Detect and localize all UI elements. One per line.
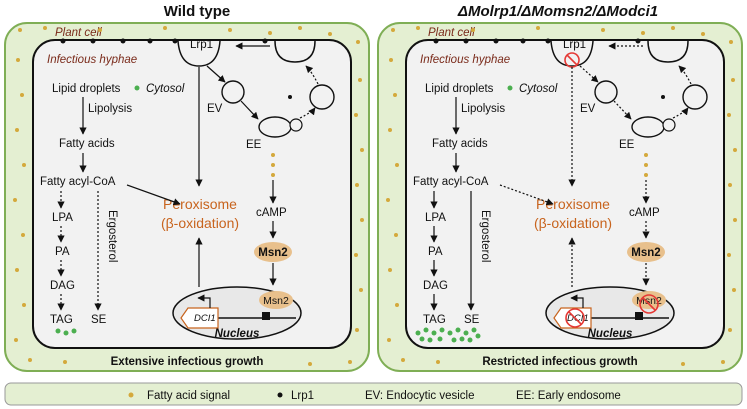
hyphae-label: Infectious hyphae <box>47 54 137 66</box>
se-label: SE <box>91 314 107 326</box>
camp-label: cAMP <box>256 207 287 219</box>
inhibit-msn2-icon <box>639 294 659 314</box>
tag-label: TAG <box>423 314 446 326</box>
early-endosome <box>631 116 665 138</box>
plant-cell-label: Plant cell <box>428 27 475 39</box>
ergosterol-label: Ergosterol <box>106 210 118 262</box>
hyphae-label: Infectious hyphae <box>420 54 510 66</box>
nucleus-label: Nucleus <box>215 328 260 340</box>
tag-label: TAG <box>50 314 73 326</box>
endocytic-vesicle <box>594 80 618 104</box>
legend: Fatty acid signal Lrp1 EV: Endocytic ves… <box>4 382 743 406</box>
ev-label: EV <box>207 103 223 115</box>
acyl-coa-label: Fatty acyl-CoA <box>40 176 116 188</box>
legend-lrp1: Lrp1 <box>291 390 314 402</box>
panel-wild-type: Wild type Plant cell Infectious hyphae <box>4 3 370 372</box>
msn2-label: Msn2 <box>631 247 660 259</box>
lpa-label: LPA <box>52 212 73 224</box>
lipolysis-label: Lipolysis <box>461 103 505 115</box>
peroxisome-label: Peroxisome <box>536 196 610 212</box>
inhibit-dci1-icon <box>565 308 585 328</box>
footer-label: Restricted infectious growth <box>482 356 637 368</box>
dci1-label: DCI1 <box>567 313 589 324</box>
ergosterol-label: Ergosterol <box>479 210 491 262</box>
panel-title: Wild type <box>164 3 231 20</box>
ev-label: EV <box>580 103 596 115</box>
early-endosome <box>258 116 292 138</box>
dag-label: DAG <box>50 280 75 292</box>
lipid-droplets-label: Lipid droplets <box>52 83 121 95</box>
lipid-droplets <box>415 327 481 343</box>
lrp1-icon <box>277 392 283 398</box>
recycling-endosome <box>682 84 708 110</box>
lrp1-pit <box>177 40 221 67</box>
se-label: SE <box>464 314 480 326</box>
legend-fatty-acid: Fatty acid signal <box>147 390 230 402</box>
msn2-protein <box>627 242 665 262</box>
legend-ev: EV: Endocytic vesicle <box>365 390 475 402</box>
fatty-acids-label: Fatty acids <box>59 138 115 150</box>
recycling-endosome <box>309 84 335 110</box>
lrp1-label: Lrp1 <box>563 39 586 51</box>
nucleus-label: Nucleus <box>588 328 633 340</box>
plant-cell-label: Plant cell <box>55 27 102 39</box>
peroxisome-label: Peroxisome <box>163 196 237 212</box>
lpa-label: LPA <box>425 212 446 224</box>
cytosol-label: Cytosol <box>146 83 185 95</box>
lrp1-dots <box>433 38 696 127</box>
recycling-vesicle <box>647 40 689 63</box>
msn2-label: Msn2 <box>258 247 287 259</box>
endocytic-vesicle <box>221 80 245 104</box>
panel-title: ΔMolrp1/ΔMomsn2/ΔModci1 <box>457 3 658 20</box>
dci1-label: DCI1 <box>194 313 216 324</box>
beta-oxidation-label: (β-oxidation) <box>161 215 239 231</box>
msn2-nucleus-label: Msn2 <box>263 295 289 307</box>
beta-oxidation-label: (β-oxidation) <box>534 215 612 231</box>
cytosol-label: Cytosol <box>519 83 558 95</box>
camp-label: cAMP <box>629 207 660 219</box>
dag-label: DAG <box>423 280 448 292</box>
msn2-protein <box>254 242 292 262</box>
fatty-acids-label: Fatty acids <box>432 138 488 150</box>
dci1-gene <box>180 307 219 329</box>
lipid-droplets <box>55 328 77 336</box>
lipolysis-label: Lipolysis <box>88 103 132 115</box>
lipid-droplets-label: Lipid droplets <box>425 83 494 95</box>
acyl-coa-label: Fatty acyl-CoA <box>413 176 489 188</box>
fatty-acid-signal-dots <box>386 26 737 366</box>
legend-ee: EE: Early endosome <box>516 390 621 402</box>
ee-label: EE <box>619 139 635 151</box>
lrp1-label: Lrp1 <box>190 39 213 51</box>
footer-label: Extensive infectious growth <box>111 356 264 368</box>
pa-label: PA <box>55 246 70 258</box>
ee-label: EE <box>246 139 262 151</box>
panel-mutant: ΔMolrp1/ΔMomsn2/ΔModci1 Plant cell Infec… <box>377 3 743 372</box>
recycling-vesicle <box>274 40 316 63</box>
pa-label: PA <box>428 246 443 258</box>
fatty-acid-signal-icon <box>128 392 134 398</box>
